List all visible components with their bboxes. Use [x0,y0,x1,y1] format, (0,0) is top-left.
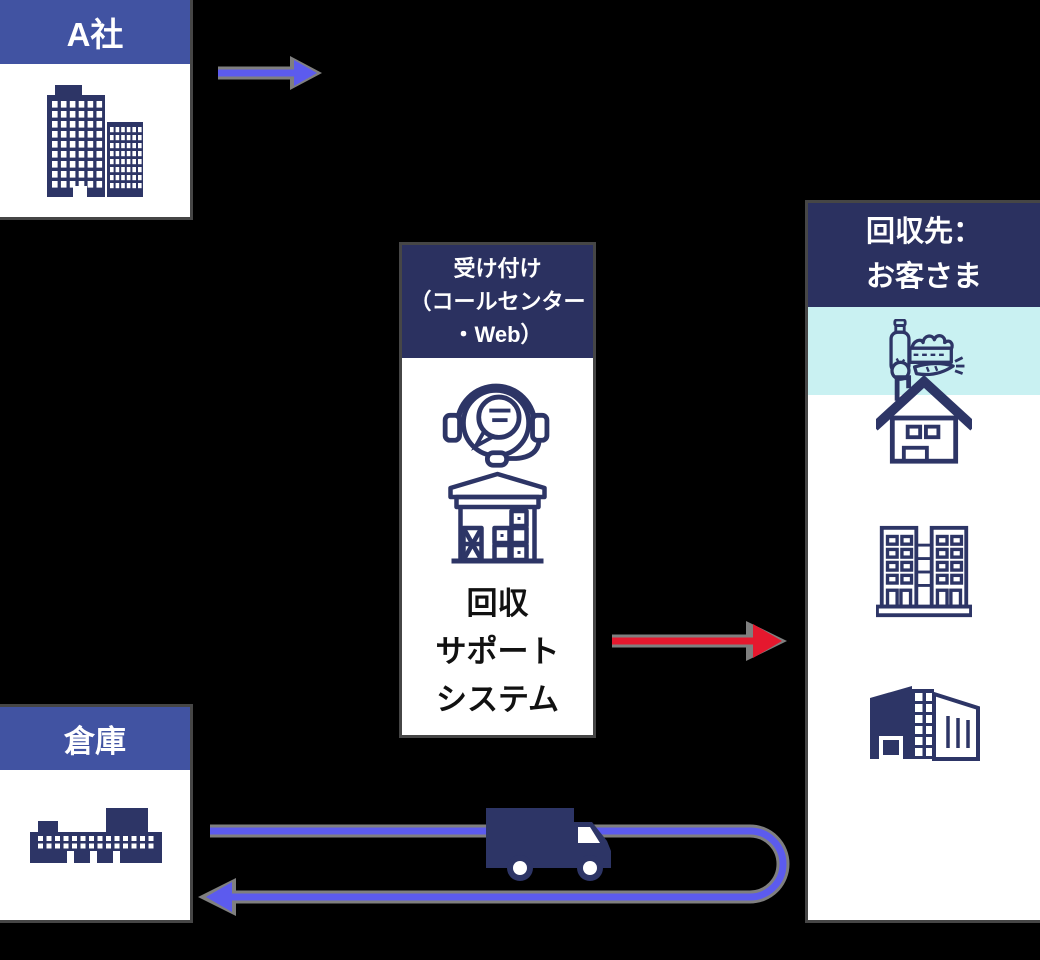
request-arrow-icon [218,56,322,90]
warehouse-header: 倉庫 [0,707,190,770]
facility-icon [870,686,980,761]
destination-header: 回収先： お客さま [808,203,1040,307]
destination-title: 回収先： お客さま [865,216,982,293]
warehouse-title: 倉庫 [64,724,126,759]
house-icon [876,375,972,464]
destination-food-band [808,307,1040,395]
reception-body: 回収 サポート システム [402,358,593,735]
dispatch-arrow-icon [612,621,787,661]
company-a-body [0,64,190,217]
office-building-icon [47,85,143,198]
company-a-header: A社 [0,0,190,64]
reception-header: 受け付け （コールセンター ・Web） [402,245,593,358]
truck-route-arrow-icon [198,824,790,916]
company-a-box: A社 [0,0,190,217]
reception-box: 受け付け （コールセンター ・Web） [402,245,593,735]
company-a-title: A社 [66,16,124,53]
destination-box: 回収先： お客さま [808,203,1040,920]
reception-title: 受け付け （コールセンター ・Web） [409,256,586,347]
apartment-building-icon [876,525,972,618]
groceries-icon [889,319,965,381]
call-center-headset-icon [442,383,550,468]
delivery-truck [486,806,612,884]
destination-body [808,307,1040,832]
warehouse-storage-icon [448,471,547,564]
delivery-truck-icon [486,808,611,881]
reception-system-label: 回収 サポート システム [435,586,560,717]
factory-icon [30,808,162,863]
warehouse-body [0,770,190,920]
warehouse-box: 倉庫 [0,707,190,920]
